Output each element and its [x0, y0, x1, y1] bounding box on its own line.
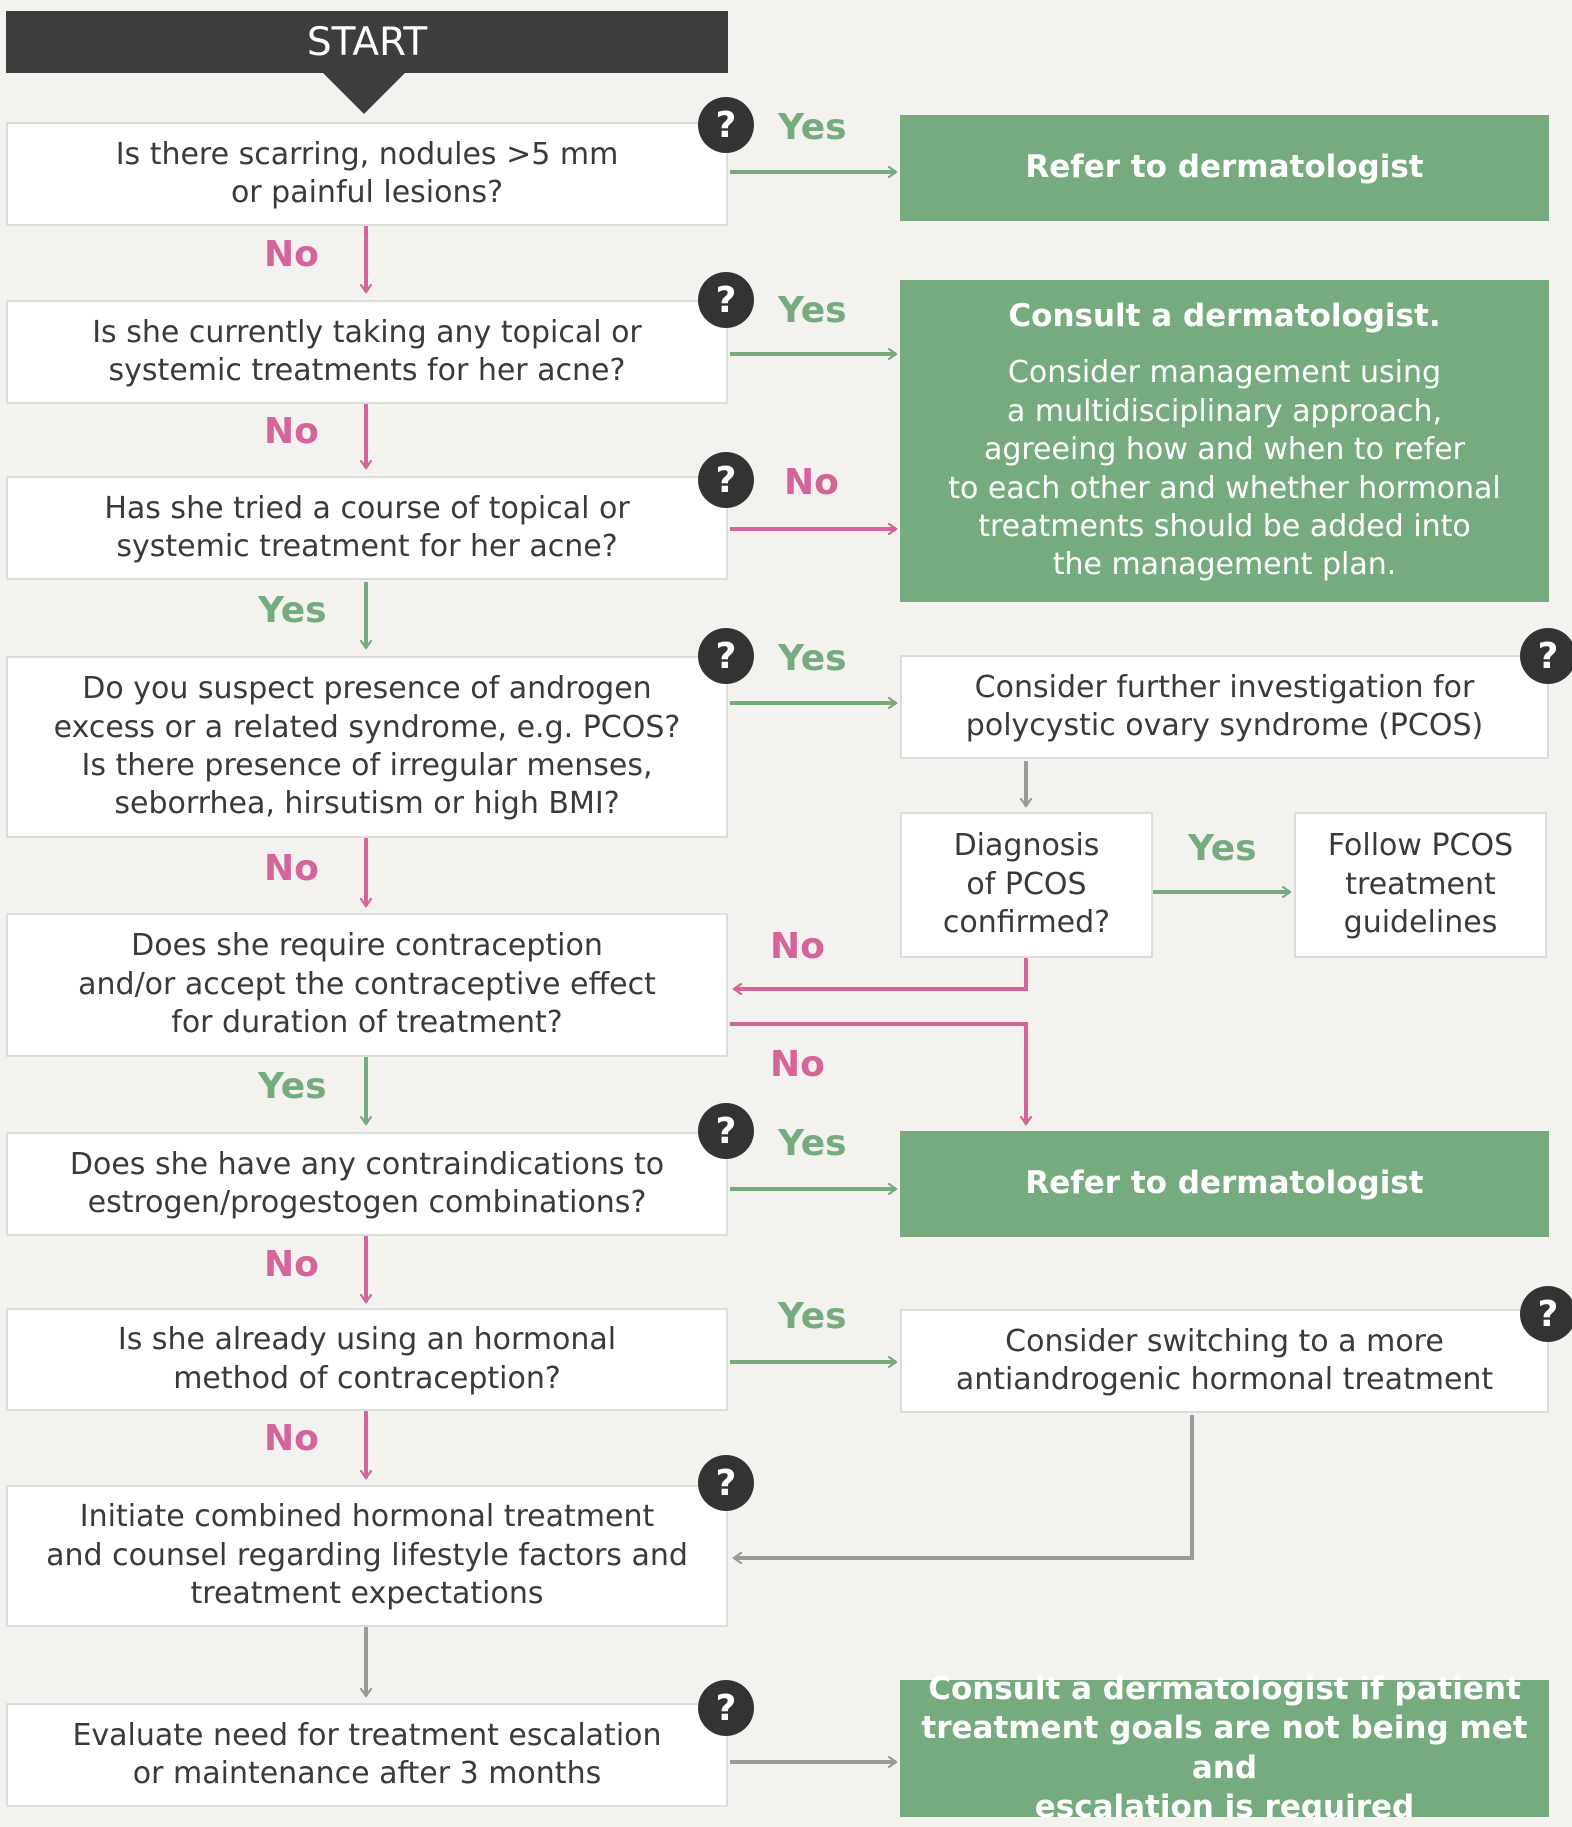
question-androgen-excess-text: Do you suspect presence of androgen exce…: [53, 671, 681, 822]
step-evaluate: Evaluate need for treatment escalation o…: [6, 1703, 728, 1807]
start-banner: START: [6, 11, 728, 73]
pcos-guidelines-text: Follow PCOS treatment guidelines: [1327, 828, 1514, 941]
label-no-pcos: No: [770, 926, 825, 967]
outcome-refer-2-text: Refer to dermatologist: [1025, 1165, 1424, 1202]
question-contraception-text: Does she require contraception and/or ac…: [78, 928, 656, 1041]
outcome-refer-1-text: Refer to dermatologist: [1025, 149, 1424, 186]
help-icon-q3[interactable]: ?: [698, 452, 754, 508]
question-pcos-diagnosis: Diagnosis of PCOS confirmed?: [900, 812, 1153, 958]
consult-body: Consider management using a multidiscipl…: [948, 355, 1501, 583]
label-yes-q4: Yes: [778, 638, 847, 679]
outcome-switch-treatment: Consider switching to a more antiandroge…: [900, 1309, 1549, 1413]
label-yes-q5: Yes: [258, 1066, 327, 1107]
label-no-q7: No: [264, 1418, 319, 1459]
question-hormonal-method-text: Is she already using an hormonal method …: [117, 1322, 617, 1396]
label-yes-q3: Yes: [258, 590, 327, 631]
help-icon-q6[interactable]: ?: [698, 1103, 754, 1159]
outcome-escalation: Consult a dermatologist if patient treat…: [900, 1671, 1549, 1825]
label-yes-pcos: Yes: [1188, 828, 1257, 869]
question-hormonal-method: Is she already using an hormonal method …: [6, 1308, 728, 1411]
question-scarring-text: Is there scarring, nodules >5 mm or pain…: [115, 136, 619, 210]
help-icon-switch[interactable]: ?: [1520, 1286, 1572, 1342]
step-initiate-treatment-text: Initiate combined hormonal treatment and…: [46, 1499, 688, 1612]
label-yes-q2: Yes: [778, 290, 847, 331]
pcos-diagnosis-text: Diagnosis of PCOS confirmed?: [942, 828, 1111, 941]
question-contraindications-text: Does she have any contraindications to e…: [69, 1146, 665, 1220]
label-yes-q1: Yes: [778, 107, 847, 148]
outcome-refer-dermatologist-2: Refer to dermatologist: [900, 1131, 1549, 1237]
outcome-pcos-guidelines: Follow PCOS treatment guidelines: [1294, 812, 1547, 958]
start-label: START: [306, 19, 428, 65]
help-icon-q2[interactable]: ?: [698, 272, 754, 328]
question-current-treatment-text: Is she currently taking any topical or s…: [92, 314, 642, 388]
arrow-q5-no: [730, 1022, 1026, 1124]
help-icon-q9[interactable]: ?: [698, 1680, 754, 1736]
question-contraception: Does she require contraception and/or ac…: [6, 913, 728, 1057]
help-icon-pcos[interactable]: ?: [1520, 628, 1572, 684]
switch-treatment-text: Consider switching to a more antiandroge…: [955, 1323, 1494, 1397]
escalation-text: Consult a dermatologist if patient treat…: [921, 1671, 1528, 1825]
question-contraindications: Does she have any contraindications to e…: [6, 1132, 728, 1236]
label-yes-q6: Yes: [778, 1123, 847, 1164]
question-androgen-excess: Do you suspect presence of androgen exce…: [6, 656, 728, 838]
arrow-switch-back: [734, 1415, 1194, 1558]
help-icon-q4[interactable]: ?: [698, 628, 754, 684]
start-arrow-tip: [322, 72, 406, 114]
outcome-pcos-investigation: Consider further investigation for polyc…: [900, 655, 1549, 759]
label-no-q2: No: [264, 411, 319, 452]
label-yes-q7: Yes: [778, 1296, 847, 1337]
arrow-pcos-no: [734, 958, 1028, 989]
label-no-q5: No: [770, 1044, 825, 1085]
question-tried-treatment: Has she tried a course of topical or sys…: [6, 476, 728, 580]
question-tried-treatment-text: Has she tried a course of topical or sys…: [104, 490, 630, 564]
help-icon-q1[interactable]: ?: [698, 97, 754, 153]
outcome-refer-dermatologist-1: Refer to dermatologist: [900, 115, 1549, 221]
step-evaluate-text: Evaluate need for treatment escalation o…: [72, 1717, 662, 1791]
label-no-q3: No: [784, 462, 839, 503]
question-scarring: Is there scarring, nodules >5 mm or pain…: [6, 122, 728, 226]
consult-title: Consult a dermatologist.: [1008, 298, 1441, 335]
label-no-q1: No: [264, 234, 319, 275]
step-initiate-treatment: Initiate combined hormonal treatment and…: [6, 1485, 728, 1627]
question-current-treatment: Is she currently taking any topical or s…: [6, 300, 728, 404]
label-no-q6: No: [264, 1244, 319, 1285]
label-no-q4: No: [264, 848, 319, 889]
outcome-consult-dermatologist: Consult a dermatologist. Consider manage…: [900, 280, 1549, 602]
pcos-investigation-text: Consider further investigation for polyc…: [965, 669, 1484, 743]
help-icon-q8[interactable]: ?: [698, 1455, 754, 1511]
